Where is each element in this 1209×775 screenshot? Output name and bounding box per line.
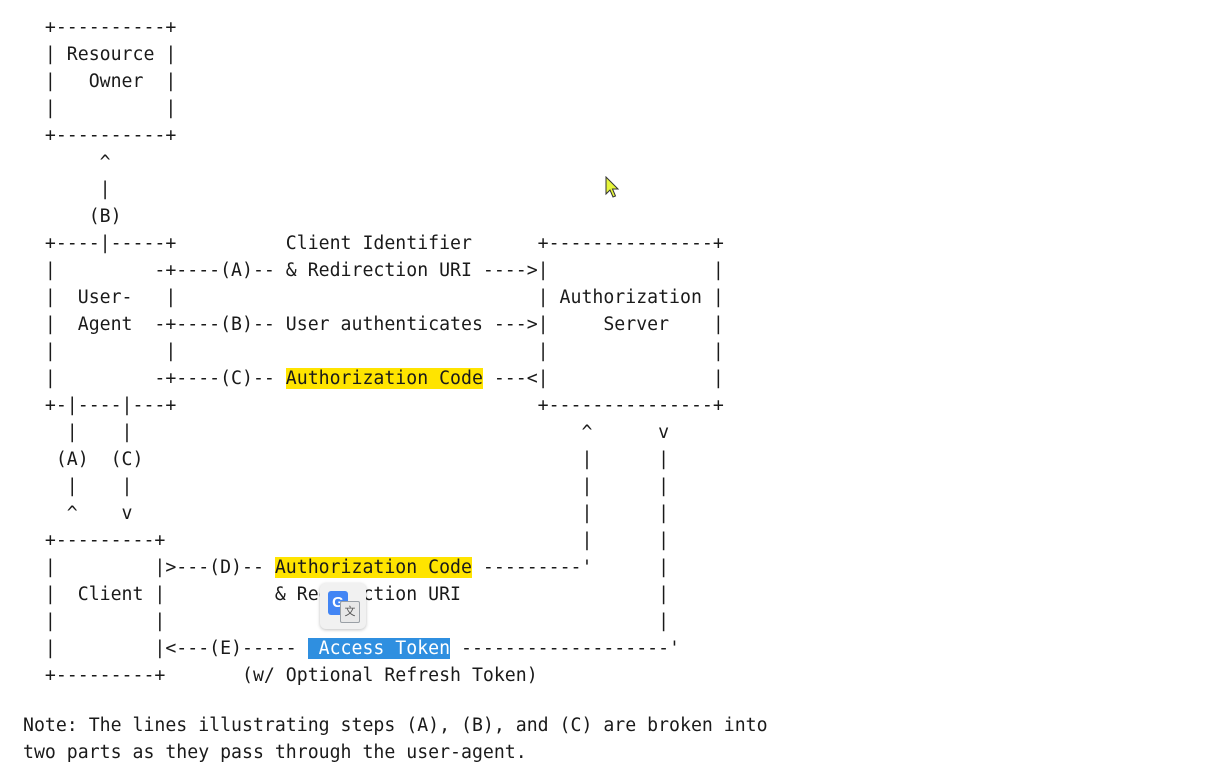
diagram-line: | Owner | xyxy=(23,71,177,92)
google-translate-icon[interactable]: G 文 xyxy=(320,583,366,629)
diagram-note: Note: The lines illustrating steps (A), … xyxy=(23,712,768,766)
diagram-line: | | xyxy=(23,98,177,119)
highlighted-authorization-code-d[interactable]: Authorization Code xyxy=(274,557,472,578)
diagram-line: ^ xyxy=(23,152,111,173)
line-prefix: | |>---(D)-- xyxy=(23,557,275,578)
diagram-line: +---------+ (w/ Optional Refresh Token) xyxy=(23,665,538,686)
note-line: Note: The lines illustrating steps (A), … xyxy=(23,715,768,736)
diagram-line: +-|----|---+ +---------------+ xyxy=(23,395,724,416)
diagram-line: +----|-----+ Client Identifier +--------… xyxy=(23,233,724,254)
diagram-line: | | ^ v xyxy=(23,422,670,443)
note-line: two parts as they pass through the user-… xyxy=(23,742,527,763)
diagram-line: | xyxy=(23,179,111,200)
diagram-line: | User- | | Authorization | xyxy=(23,287,724,308)
diagram-line: | | | | xyxy=(23,476,670,497)
diagram-line: | Agent -+----(B)-- User authenticates -… xyxy=(23,314,724,335)
selected-access-token[interactable]: Access Token xyxy=(307,638,451,659)
mouse-pointer-icon xyxy=(605,176,620,198)
line-prefix: | -+----(C)-- xyxy=(23,368,286,389)
diagram-line: (A) (C) | | xyxy=(23,449,670,470)
diagram-line-d: | |>---(D)-- Authorization Code --------… xyxy=(23,554,724,581)
translate-x-glyph: 文 xyxy=(340,601,360,623)
line-prefix: | |<---(E)----- xyxy=(23,638,308,659)
diagram-line: | Resource | xyxy=(23,44,177,65)
diagram-line: (B) xyxy=(23,206,122,227)
diagram-line: | Client | & Redirection URI | xyxy=(44,584,670,605)
diagram-line: +----------+ xyxy=(23,17,177,38)
diagram-line-c: | -+----(C)-- Authorization Code ---<| | xyxy=(23,365,724,392)
diagram-line: ^ v | | xyxy=(23,503,670,524)
highlighted-authorization-code[interactable]: Authorization Code xyxy=(285,368,483,389)
line-tail: ---------' | xyxy=(471,557,670,578)
line-tail: -------------------' xyxy=(450,638,681,659)
diagram-line: | | | xyxy=(44,611,670,632)
oauth-flow-diagram: +----------+ | Resource | | Owner | | | … xyxy=(23,14,724,689)
diagram-line: +---------+ | | xyxy=(23,530,670,551)
diagram-line: | -+----(A)-- & Redirection URI ---->| | xyxy=(23,260,724,281)
line-tail: ---<| | xyxy=(482,368,724,389)
diagram-line: +----------+ xyxy=(23,125,177,146)
diagram-line: | | | | xyxy=(23,341,724,362)
diagram-line-e: | |<---(E)----- Access Token -----------… xyxy=(23,635,724,662)
